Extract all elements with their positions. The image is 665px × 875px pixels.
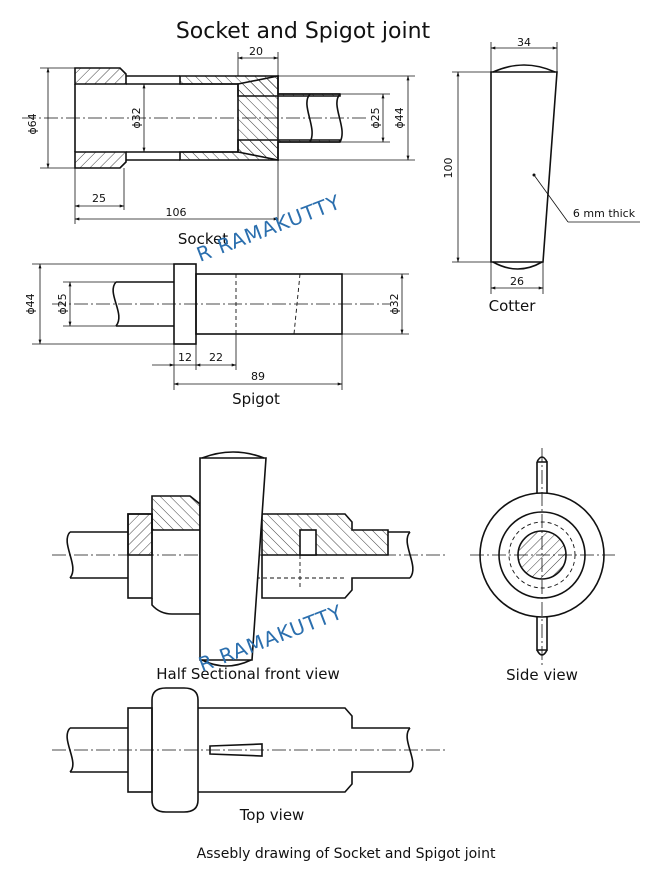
cotter-label: Cotter bbox=[489, 297, 537, 315]
spigot-dia-25: ϕ25 bbox=[56, 293, 69, 314]
spigot-label: Spigot bbox=[232, 390, 280, 408]
page-title: Socket and Spigot joint bbox=[176, 19, 431, 44]
socket-dia-32: ϕ32 bbox=[130, 107, 143, 128]
front-socket-body-section bbox=[261, 513, 389, 556]
cotter-view: 34 26 100 6 mm thick Cotter bbox=[442, 36, 640, 315]
cotter-top-width-34: 34 bbox=[517, 36, 531, 49]
front-cotter bbox=[199, 457, 267, 661]
front-socket-collar-top bbox=[151, 495, 201, 531]
socket-dia-64: ϕ64 bbox=[26, 113, 39, 134]
socket-slot-section bbox=[237, 75, 279, 161]
socket-collar-length-25: 25 bbox=[92, 192, 106, 205]
spigot-length-89: 89 bbox=[251, 370, 265, 383]
socket-dia-25: ϕ25 bbox=[369, 107, 382, 128]
spigot-dia-32: ϕ32 bbox=[388, 293, 401, 314]
front-spigot-collar-section bbox=[127, 513, 153, 556]
socket-label: Socket bbox=[178, 230, 228, 248]
socket-dia-44: ϕ44 bbox=[393, 107, 406, 128]
spigot-collar-width-12: 12 bbox=[178, 351, 192, 364]
cotter-height-100: 100 bbox=[442, 158, 455, 179]
top-socket-collar bbox=[151, 687, 199, 813]
cotter-outline bbox=[490, 71, 558, 263]
footer-caption: Assebly drawing of Socket and Spigot joi… bbox=[197, 846, 496, 862]
spigot-slot-offset-22: 22 bbox=[209, 351, 223, 364]
front-view: Half Sectional front view bbox=[52, 451, 445, 683]
socket-slot-width-20: 20 bbox=[249, 45, 263, 58]
top-cotter-slot bbox=[209, 743, 263, 757]
socket-collar-bottom bbox=[74, 151, 127, 169]
side-shaft-section bbox=[517, 530, 567, 580]
watermark-upper: R RAMAKUTTY bbox=[193, 190, 344, 267]
front-view-label: Half Sectional front view bbox=[156, 665, 340, 683]
cotter-bottom-width-26: 26 bbox=[510, 275, 524, 288]
cotter-thickness-note: 6 mm thick bbox=[573, 207, 636, 220]
side-view: Side view bbox=[470, 448, 615, 684]
side-outer-circle bbox=[479, 492, 605, 618]
socket-length-106: 106 bbox=[166, 206, 187, 219]
cotter-top-arc bbox=[492, 64, 556, 73]
socket-collar-top bbox=[74, 67, 127, 85]
spigot-view: ϕ44 ϕ25 ϕ32 12 22 89 Spigot bbox=[24, 263, 409, 408]
side-socket-circle bbox=[498, 511, 586, 599]
side-view-label: Side view bbox=[506, 666, 578, 684]
spigot-end bbox=[195, 273, 343, 335]
socket-view: ϕ64 ϕ32 ϕ25 ϕ44 20 25 106 Socket bbox=[22, 45, 415, 248]
top-view-label: Top view bbox=[239, 806, 305, 824]
cotter-bottom-arc bbox=[492, 261, 543, 270]
top-view: Top view bbox=[52, 687, 445, 824]
spigot-dia-44: ϕ44 bbox=[24, 293, 37, 314]
